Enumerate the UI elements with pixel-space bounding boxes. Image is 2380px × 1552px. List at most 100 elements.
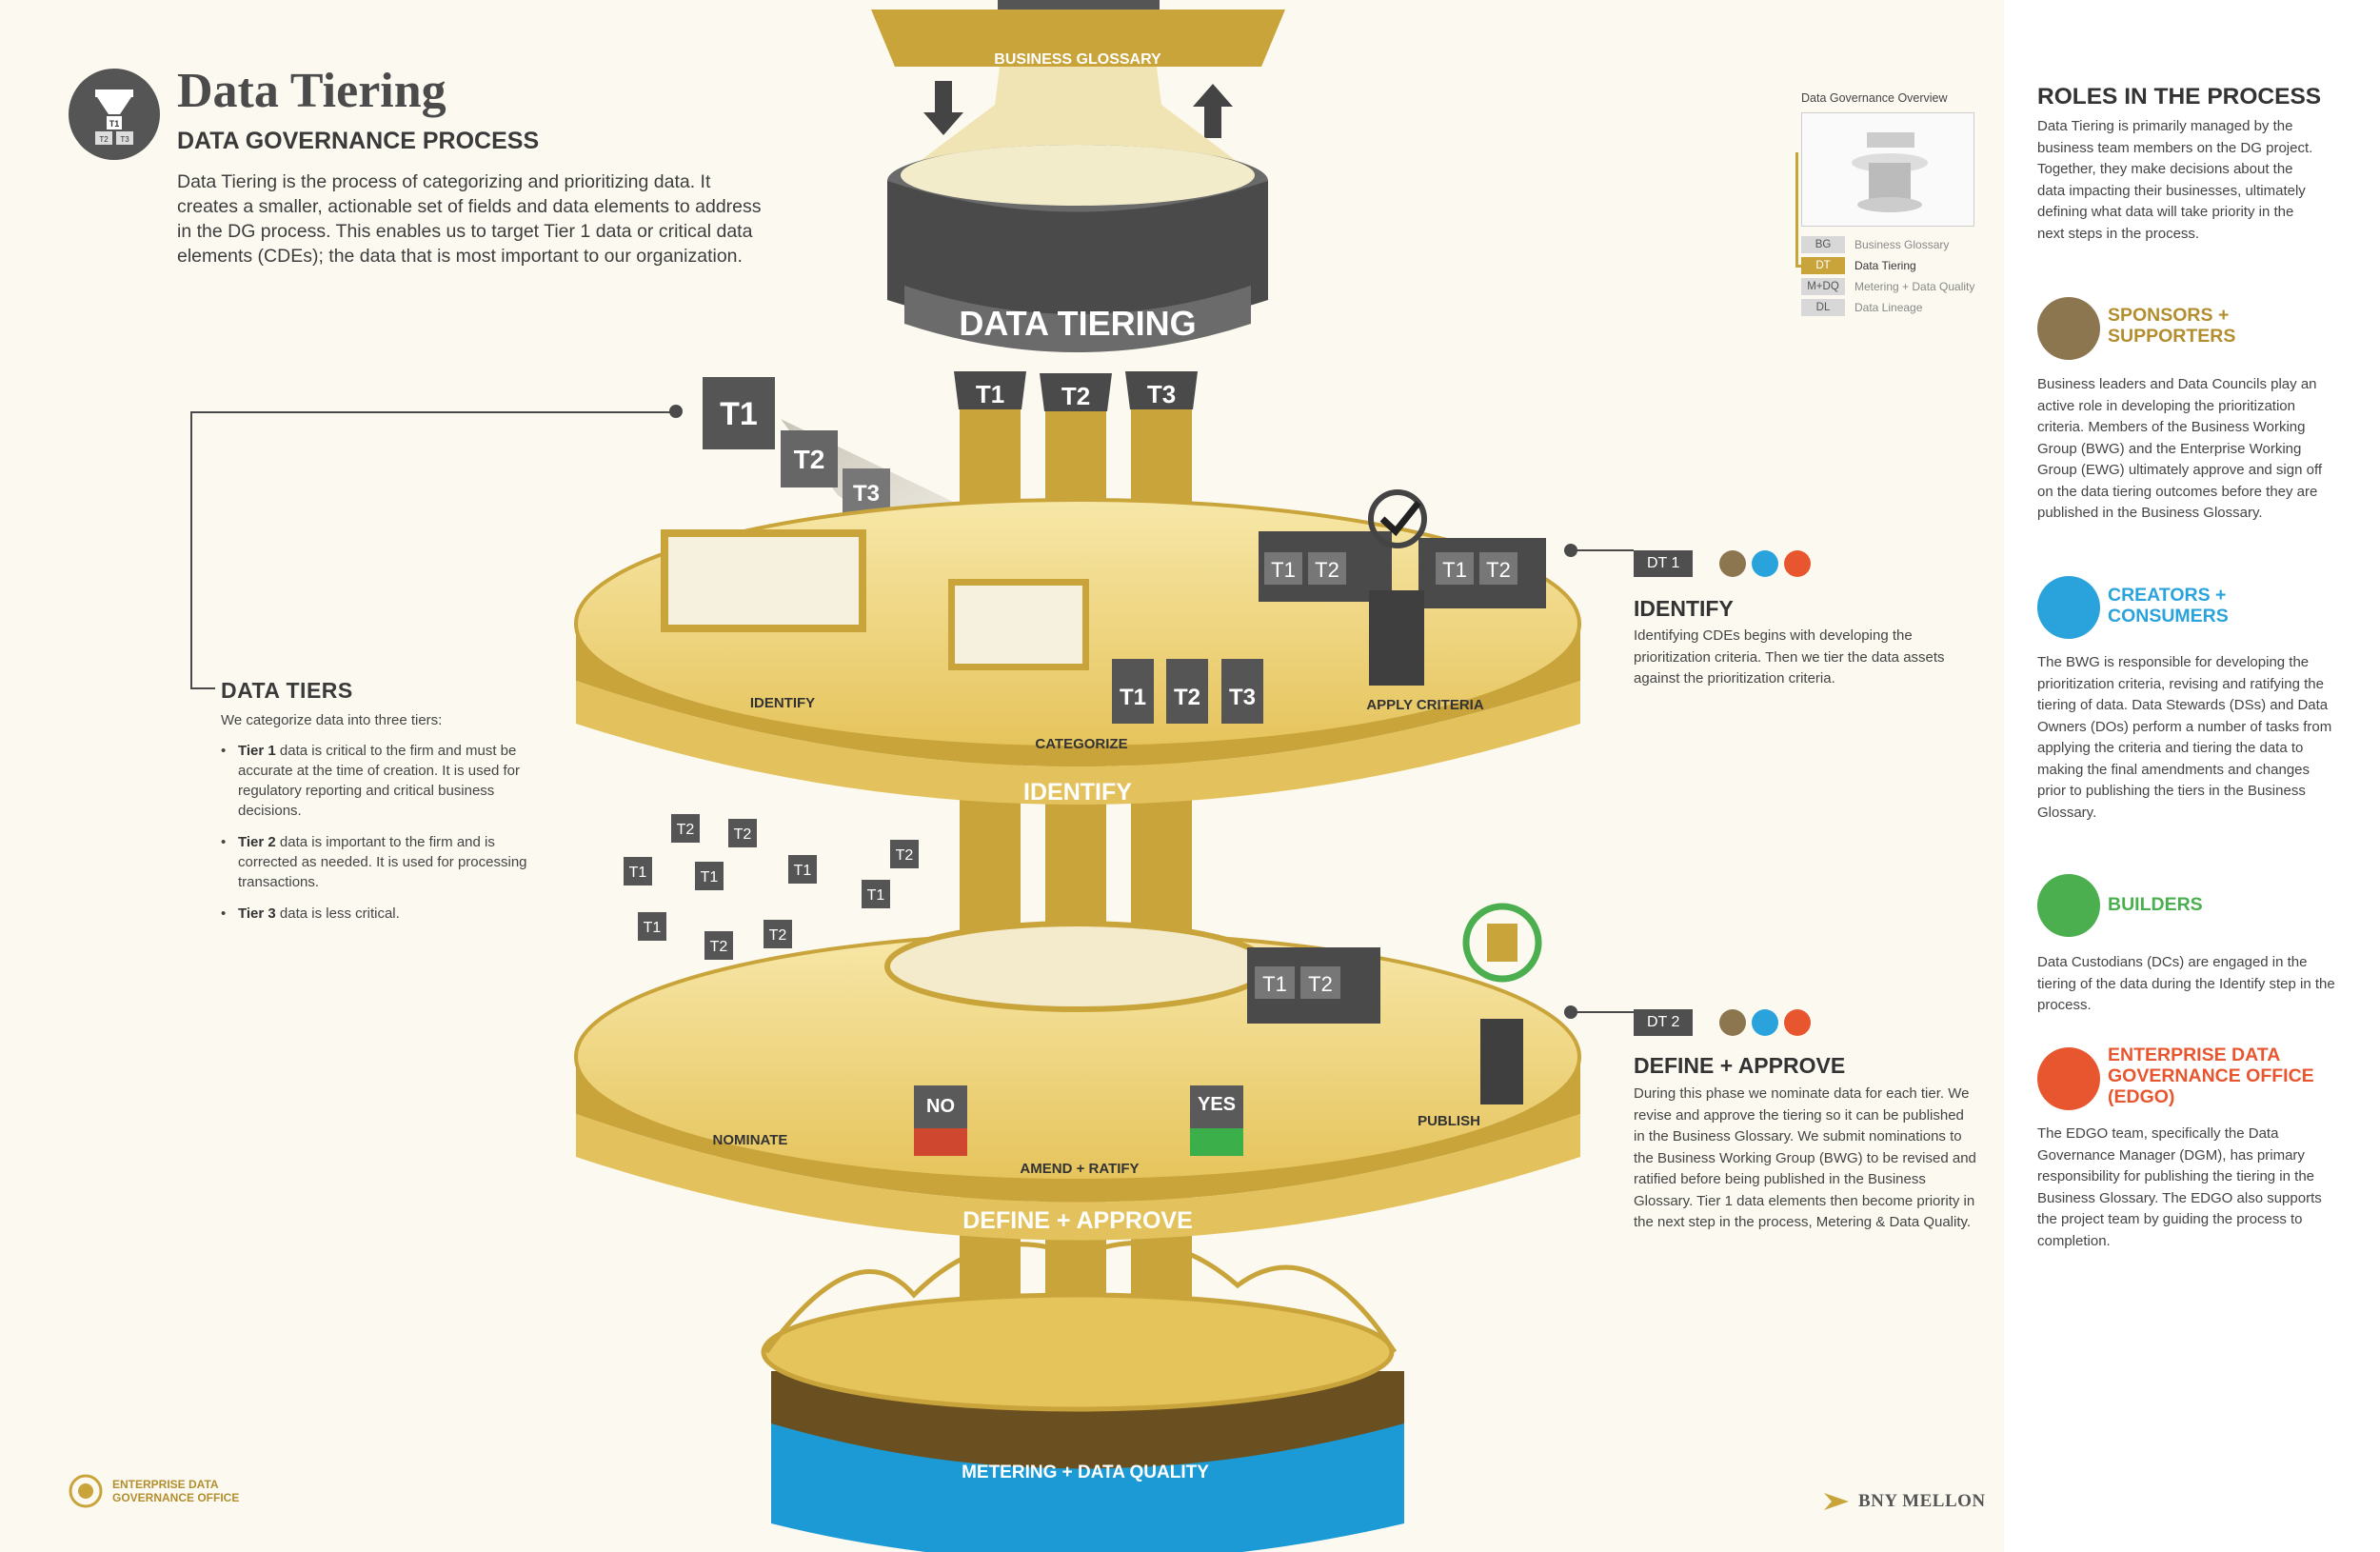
- yes-label: YES: [1198, 1094, 1236, 1115]
- brand-name: BNY MELLON: [1858, 1491, 1986, 1511]
- server-rack: [1369, 590, 1424, 686]
- screen-tier-box: [1264, 552, 1302, 585]
- categorize-screen-inner: [955, 586, 1082, 664]
- callout-badge-t1: [703, 377, 775, 449]
- identify-platform: IDENTIFY IDENTIFY CATEGORIZE APPLY CRITE…: [574, 489, 1581, 806]
- edgo-name: ENTERPRISE DATA GOVERNANCE OFFICE (EDGO): [2108, 1045, 2314, 1107]
- define-approve-platform: DEFINE + APPROVE NOMINATE AMEND + RATIFY…: [574, 903, 1581, 1241]
- logo-tier-2: T2: [99, 135, 109, 144]
- data-tiering-logo: T1 T2 T3: [69, 69, 160, 160]
- badge-label: T2: [896, 847, 914, 864]
- yes-fill: [1190, 1128, 1243, 1156]
- business-glossary-label: BUSINESS GLOSSARY: [994, 51, 1161, 68]
- define-ring: [576, 1114, 1580, 1241]
- platform-collar: [884, 921, 1271, 1012]
- sponsors-name: SPONSORS + SUPPORTERS: [2108, 305, 2236, 347]
- edgo-description: The EDGO team, specifically the Data Gov…: [2037, 1125, 2322, 1249]
- edgo-avatar: [2037, 1047, 2100, 1110]
- tier-bin-t3: [1221, 659, 1263, 724]
- overview-row-dt: DT Data Tiering: [1801, 257, 1916, 274]
- dt1-description: Identifying CDEs begins with developing …: [1634, 627, 1945, 686]
- tier-badge: [638, 912, 666, 941]
- metering-label: METERING + DATA QUALITY: [962, 1462, 1209, 1482]
- overview-label: Data Lineage: [1854, 301, 1923, 314]
- screen-tier-t1: T1: [1442, 558, 1467, 582]
- badge-label: T2: [769, 927, 787, 944]
- badge-label: T1: [644, 920, 662, 936]
- badge-label: T2: [710, 939, 728, 955]
- tier-item: Tier 2 data is important to the firm and…: [221, 832, 545, 892]
- overview-thumbnail: [1801, 112, 1974, 227]
- tier-bin-t1: [1112, 659, 1154, 724]
- creators-description: The BWG is responsible for developing th…: [2037, 654, 2332, 821]
- builders-name: BUILDERS: [2108, 894, 2203, 915]
- pillar-cap-t2: [1040, 373, 1112, 411]
- station-amend-ratify: AMEND + RATIFY: [1020, 1161, 1139, 1177]
- connector-line: [1571, 1011, 1634, 1013]
- creators-dot: [1752, 550, 1778, 577]
- arrow-up-icon: [1193, 84, 1233, 138]
- connector-line: [190, 411, 676, 413]
- badge-label: T1: [701, 869, 719, 885]
- badge-label: T1: [867, 887, 885, 904]
- overview-code: M+DQ: [1801, 278, 1845, 295]
- tier-badge: [862, 880, 890, 908]
- tier-item: Tier 1 data is critical to the firm and …: [221, 741, 545, 821]
- overview-label: Business Glossary: [1854, 238, 1950, 251]
- tier-badge: [695, 862, 724, 890]
- overview-title: Data Governance Overview: [1801, 91, 1948, 105]
- intro-paragraph: Data Tiering is the process of categoriz…: [177, 171, 762, 267]
- connector-dot: [1564, 1005, 1577, 1019]
- tier-badge: [728, 819, 757, 847]
- station-categorize: CATEGORIZE: [1035, 736, 1127, 752]
- overview-label: Metering + Data Quality: [1854, 280, 1975, 293]
- crown-wave: [764, 1240, 1398, 1354]
- data-tiering-drum: [887, 181, 1268, 331]
- badge-label: T1: [629, 865, 647, 881]
- tier-bin-t2: [1166, 659, 1208, 724]
- creators-avatar: [2037, 576, 2100, 639]
- screen-tier-t2: T2: [1315, 558, 1339, 582]
- glossary-stem: [998, 0, 1160, 10]
- publish-server: [1480, 1019, 1523, 1104]
- dt1-tag: DT 1: [1634, 550, 1694, 577]
- define-ring-label: DEFINE + APPROVE: [962, 1207, 1193, 1234]
- screen-tier-t2: T2: [1486, 558, 1511, 582]
- screen-tier-t1: T1: [1271, 558, 1296, 582]
- tier-badge: [890, 840, 919, 868]
- screen-tier-box: [1300, 966, 1340, 999]
- data-tiering-label: DATA TIERING: [959, 304, 1196, 343]
- drum-band: [904, 286, 1251, 352]
- data-tiering-diagram: BUSINESS GLOSSARY DATA TIERING T1 T2 T3 …: [574, 0, 1581, 1552]
- data-funnel: [919, 67, 1238, 162]
- sponsors-description: Business leaders and Data Councils play …: [2037, 376, 2323, 521]
- sponsors-dot: [1719, 550, 1746, 577]
- bin-label-t2: T2: [1174, 685, 1200, 710]
- badge-label: T2: [677, 822, 695, 838]
- builders-description: Data Custodians (DCs) are engaged in the…: [2037, 954, 2335, 1013]
- edgo-footer-logo: ENTERPRISE DATA GOVERNANCE OFFICE: [69, 1474, 239, 1508]
- creators-dot: [1752, 1009, 1778, 1036]
- pillar-cap-t3: [1125, 371, 1198, 409]
- connector-dot: [669, 405, 683, 418]
- tier-badge: [788, 855, 817, 884]
- tier-badge: [704, 931, 733, 960]
- metering-crown: [761, 1292, 1395, 1412]
- badge-label: T1: [794, 863, 812, 879]
- connector-line: [190, 687, 215, 689]
- connector-dot: [1564, 544, 1577, 557]
- callout-label-t3: T3: [853, 481, 880, 507]
- screen-tier-box: [1479, 552, 1517, 585]
- edgo-dot: [1784, 550, 1811, 577]
- pillar-label-t1: T1: [976, 380, 1004, 408]
- overview-row-bg: BG Business Glossary: [1801, 236, 1949, 253]
- roles-panel: [2004, 0, 2380, 1552]
- document-icon: [1487, 924, 1517, 962]
- station-apply-criteria: APPLY CRITERIA: [1366, 697, 1484, 713]
- business-glossary-funnel: [871, 10, 1285, 67]
- sponsors-dot: [1719, 1009, 1746, 1036]
- pillar-label-t2: T2: [1061, 382, 1090, 410]
- data-tiers-list: Tier 1 data is critical to the firm and …: [221, 741, 545, 935]
- overview-code: DL: [1801, 299, 1845, 316]
- drum-top-surface: [901, 145, 1255, 206]
